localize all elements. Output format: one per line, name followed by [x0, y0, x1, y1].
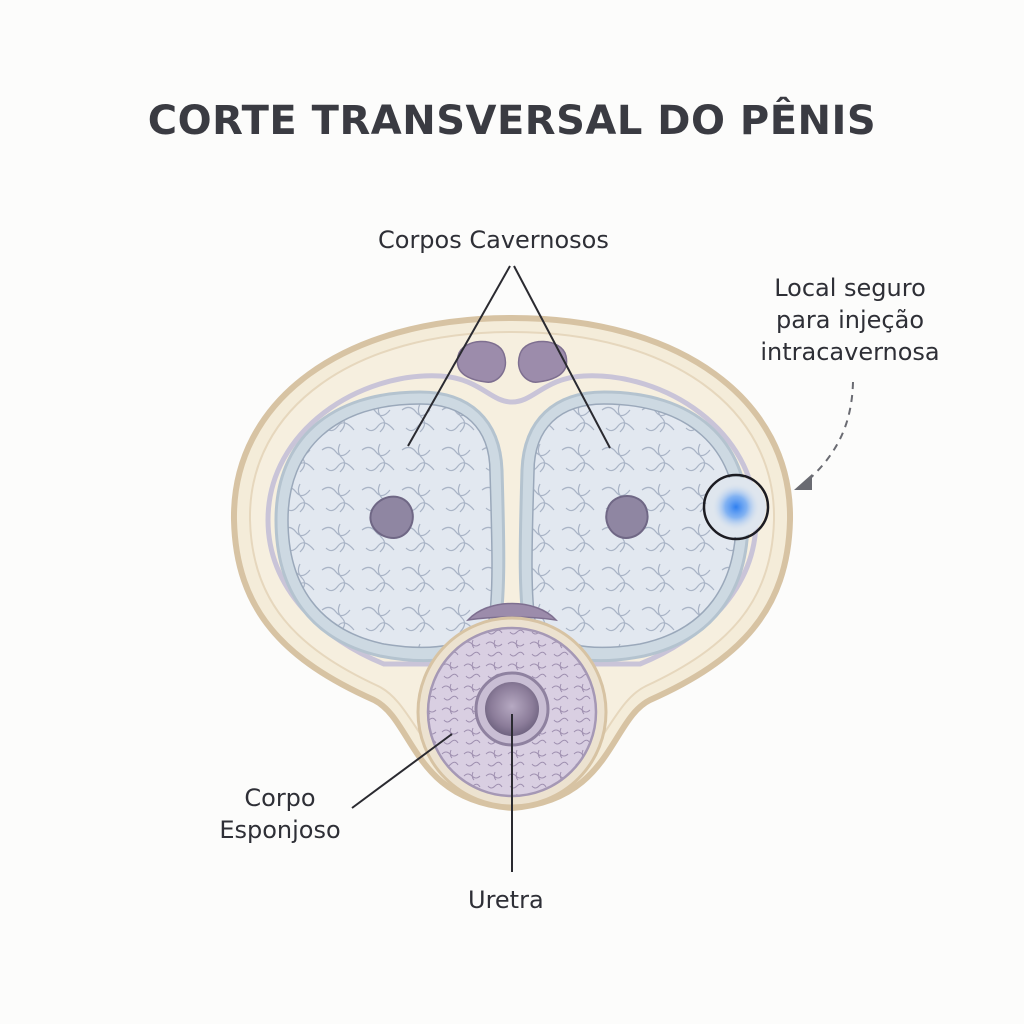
leader-esponjoso: [351, 733, 453, 809]
dorsal-vein-left: [456, 340, 507, 383]
label-corpos-cavernosos: Corpos Cavernosos: [378, 226, 609, 254]
injection-site-marker: [702, 473, 770, 541]
label-uretra: Uretra: [468, 886, 544, 914]
dashed-arrow: [794, 381, 854, 490]
cavernous-artery-left: [369, 495, 414, 540]
label-esponjoso-line-2: Esponjoso: [219, 816, 341, 844]
label-esponjoso-line-1: Corpo: [244, 784, 316, 812]
buck-fascia: [265, 373, 759, 667]
label-corpo-esponjoso: Corpo Esponjoso: [210, 782, 350, 846]
label-injection-line-2: para injeção: [775, 306, 925, 334]
corpus-cavernosum-right: [518, 390, 750, 663]
corpus-cavernosum-left: [274, 390, 506, 663]
leader-cavernoso-right: [513, 265, 611, 449]
septum-wedge: [466, 602, 558, 622]
leader-cavernoso-left: [407, 265, 511, 447]
leader-lines: [351, 265, 611, 872]
page-title: CORTE TRANSVERSAL DO PÊNIS: [147, 98, 877, 144]
urethra: [474, 671, 550, 747]
label-injection-site: Local seguro para injeção intracavernosa: [745, 272, 955, 368]
arrowhead-icon: [794, 474, 812, 490]
label-injection-line-1: Local seguro: [774, 274, 926, 302]
dorsal-vein-right: [517, 340, 568, 383]
cavernous-artery-right: [605, 495, 649, 540]
label-injection-line-3: intracavernosa: [760, 338, 940, 366]
